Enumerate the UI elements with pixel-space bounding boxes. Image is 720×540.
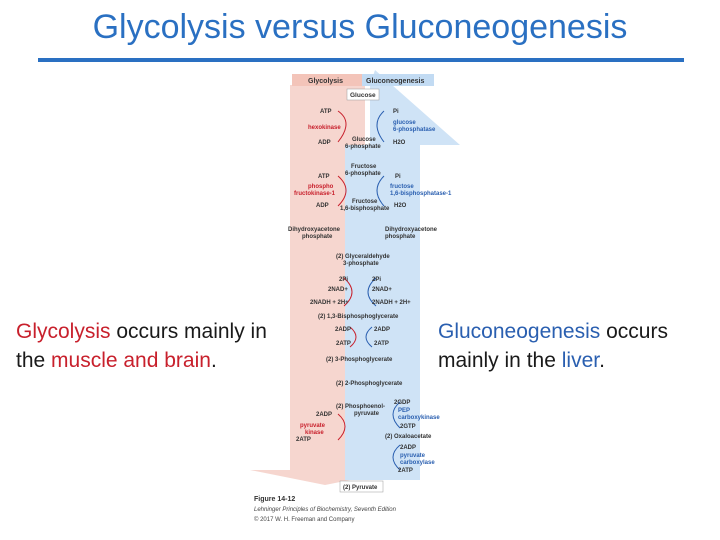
bpg-label: (2) 1,3-Bisphosphoglycerate xyxy=(318,314,399,320)
gluconeogenesis-note: Gluconeogenesis occurs mainly in the liv… xyxy=(438,317,720,375)
atp-5: 2ATP xyxy=(296,437,311,443)
h2o-2: H2O xyxy=(394,203,407,209)
g3p-label-a: (2) Glyceraldehyde xyxy=(336,254,390,260)
glycolysis-note-text: occurs mainly in the xyxy=(16,320,267,372)
pk-label-a: pyruvate xyxy=(300,423,326,429)
pgk-curve xyxy=(349,326,357,348)
pyruvate-label: (2) Pyruvate xyxy=(343,485,378,491)
pfk-curve xyxy=(337,175,347,207)
adp-4: 2ADP xyxy=(374,327,390,333)
pfk-label-b: fructokinase-1 xyxy=(294,191,336,197)
pc-label-a: pyruvate xyxy=(400,453,426,459)
f16bp-label-b: 1,6-bisphosphate xyxy=(340,206,390,212)
pfk-label-a: phospho xyxy=(308,184,334,190)
pk-curve xyxy=(337,413,346,441)
oaa-label: (2) Oxaloacetate xyxy=(385,434,432,440)
glucose-box xyxy=(346,88,380,101)
f16bp-label-a: Fructose xyxy=(352,199,378,205)
adp-3: 2ADP xyxy=(335,327,351,333)
dhap-left-a: Dihydroxyacetone xyxy=(288,227,341,233)
pi-1: Pi xyxy=(393,109,399,115)
h2o-1: H2O xyxy=(393,140,406,146)
dhap-right-b: phosphate xyxy=(385,234,416,240)
glycolysis-term: Glycolysis xyxy=(16,320,111,343)
adp-1: ADP xyxy=(318,140,331,146)
fbp-label-b: 1,6-bisphosphatase-1 xyxy=(390,191,452,197)
g6pase-label-a: glucose xyxy=(393,120,416,126)
figure-caption-book: Lehninger Principles of Biochemistry, Se… xyxy=(254,507,397,513)
pyruvate-box xyxy=(339,480,384,493)
pi-4: 2Pi xyxy=(372,277,381,283)
glucose-label: Glucose xyxy=(350,92,376,99)
pg2-label: (2) 2-Phosphoglycerate xyxy=(336,381,403,387)
g3p-label-b: 3-phosphate xyxy=(343,261,379,267)
g6p-label-a: Glucose xyxy=(352,137,376,143)
pepck-label-b: carboxykinase xyxy=(398,415,440,421)
f6p-label-b: 6-phosphate xyxy=(345,171,381,177)
gluconeogenesis-term: Gluconeogenesis xyxy=(438,320,601,343)
glycolysis-note-end: . xyxy=(210,349,217,372)
pi-2: Pi xyxy=(395,174,401,180)
nadh-2: 2NADH + 2H+ xyxy=(372,300,411,306)
pep-label-a: (2) Phosphoenol- xyxy=(336,404,385,410)
gluconeogenesis-note-end: . xyxy=(599,349,605,372)
dhap-right-a: Dihydroxyacetone xyxy=(385,227,438,233)
legend-glycolysis-box xyxy=(292,74,362,86)
gapdh-curve xyxy=(343,277,353,307)
pg3-label: (2) 3-Phosphoglycerate xyxy=(326,357,393,363)
atp-2: ATP xyxy=(318,174,330,180)
figure-caption-copyright: © 2017 W. H. Freeman and Company xyxy=(254,516,354,523)
legend-gluconeogenesis-box xyxy=(362,74,434,86)
g6p-label-b: 6-phosphate xyxy=(345,144,381,150)
pi-3: 2Pi xyxy=(339,277,348,283)
gdp: 2GDP xyxy=(394,400,410,406)
legend-glycolysis: Glycolysis xyxy=(308,78,343,85)
pepck-label-a: PEP xyxy=(398,408,410,414)
legend-gluconeogenesis: Gluconeogenesis xyxy=(366,78,424,85)
pc-label-b: carboxylase xyxy=(400,460,435,466)
glycolysis-note: Glycolysis occurs mainly in the muscle a… xyxy=(16,317,296,375)
nadh-1: 2NADH + 2H+ xyxy=(310,300,349,306)
pepck-curve xyxy=(392,401,401,429)
hexokinase-label: hexokinase xyxy=(308,125,341,131)
fbp-curve xyxy=(376,175,385,207)
pc-curve xyxy=(392,444,401,471)
hexokinase-curve xyxy=(337,110,347,143)
fbp-label-a: fructose xyxy=(390,184,414,190)
pgk-reverse-curve xyxy=(365,326,373,348)
figure-caption-number: Figure 14-12 xyxy=(254,496,295,503)
gluconeogenesis-location: liver xyxy=(561,349,600,372)
atp-3: 2ATP xyxy=(336,341,351,347)
dhap-left-b: phosphate xyxy=(302,234,333,240)
gluconeogenesis-note-text: occurs mainly in the xyxy=(438,320,668,372)
adp-2: ADP xyxy=(316,203,329,209)
g6pase-curve xyxy=(376,110,385,143)
gtp: 2GTP xyxy=(400,424,416,430)
gluconeogenesis-arrow xyxy=(345,70,460,480)
nad-1: 2NAD+ xyxy=(328,287,348,293)
pep-label-b: pyruvate xyxy=(354,411,380,417)
title-underline xyxy=(38,58,684,62)
atp-6: 2ATP xyxy=(398,468,413,474)
slide-title: Glycolysis versus Gluconeogenesis xyxy=(92,8,628,46)
f6p-label-a: Fructose xyxy=(351,164,377,170)
gapdh-reverse-curve xyxy=(367,277,377,307)
adp-6: 2ADP xyxy=(400,445,416,451)
g6pase-label-b: 6-phosphatase xyxy=(393,127,436,133)
atp-1: ATP xyxy=(320,109,332,115)
atp-4: 2ATP xyxy=(374,341,389,347)
adp-5: 2ADP xyxy=(316,412,332,418)
glycolysis-location: muscle and brain xyxy=(51,349,211,372)
pk-label-b: kinase xyxy=(305,430,324,436)
nad-2: 2NAD+ xyxy=(372,287,392,293)
